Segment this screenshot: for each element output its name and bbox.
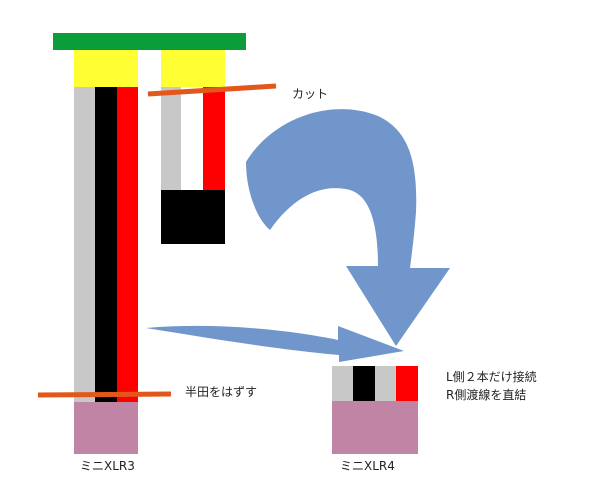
mini-xlr3-label: ミニXLR3	[80, 459, 135, 473]
left-cable-red-wire	[117, 87, 138, 402]
xlr4-black-wire	[353, 366, 375, 401]
big-curved-arrow	[246, 109, 450, 347]
green-bar	[53, 33, 246, 50]
xlr4-gray-wire-1	[332, 366, 353, 401]
left-cable-black-wire	[95, 87, 117, 402]
mini-xlr4-label: ミニXLR4	[340, 459, 395, 473]
desolder-line	[37, 391, 172, 398]
cut-line	[147, 83, 277, 97]
xlr4-red-wire	[396, 366, 418, 401]
mini-xlr4-plug	[332, 401, 418, 454]
xlr4-gray-wire-2	[375, 366, 396, 401]
right-cable-black-block	[161, 190, 225, 244]
note-line-1: L側２本だけ接続	[446, 370, 537, 384]
desolder-label: 半田をはずす	[185, 385, 258, 399]
note-line-2: R側渡線を直結	[446, 388, 527, 402]
yellow-connector-left	[74, 50, 138, 87]
cut-label: カット	[292, 87, 329, 101]
left-cable-gray-wire	[74, 87, 95, 402]
right-cable-gray-wire	[161, 87, 181, 190]
mini-xlr3-plug	[74, 402, 138, 454]
small-curved-arrow	[146, 325, 404, 362]
right-cable-red-wire	[203, 87, 225, 190]
yellow-connector-right	[161, 50, 225, 87]
